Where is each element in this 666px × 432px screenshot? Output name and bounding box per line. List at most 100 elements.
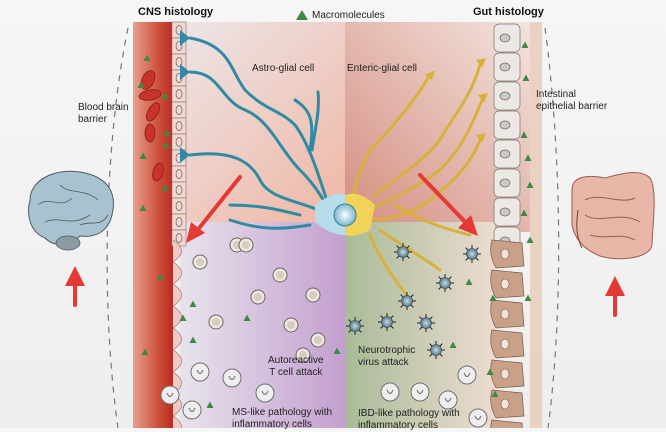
damaged-endothelial-cell xyxy=(172,239,182,263)
endothelial-cell xyxy=(171,213,187,231)
arrow-to-intestinal-barrier xyxy=(418,173,478,236)
macromolecule-triangle xyxy=(486,368,494,375)
endothelial-cell xyxy=(171,197,187,215)
macromolecule-triangle xyxy=(156,273,164,280)
macromolecules-legend-label: Macromolecules xyxy=(312,10,385,21)
inflammatory-cells xyxy=(160,362,488,428)
virus xyxy=(420,317,432,329)
rbc xyxy=(140,70,156,90)
endothelial-cell xyxy=(171,101,187,119)
macromolecule-triangle xyxy=(179,314,187,321)
macromolecule-triangle xyxy=(520,209,528,216)
endothelial-nucleus xyxy=(175,25,183,35)
macromolecule-triangle xyxy=(526,181,534,188)
macromolecule-triangle xyxy=(524,294,532,301)
gut-zoom-line xyxy=(544,27,560,428)
annotation-arrows xyxy=(65,173,625,317)
macromolecule-triangle xyxy=(465,278,473,285)
epithelial-nucleus xyxy=(499,62,511,72)
macromolecule-markers xyxy=(137,41,534,408)
inflammatory-cell-nucleus xyxy=(196,369,204,374)
virus xyxy=(466,248,478,260)
macromolecule-triangle xyxy=(189,336,197,343)
endothelial-nucleus xyxy=(175,41,183,51)
inflammatory-cell xyxy=(457,365,477,385)
inflammatory-cell-nucleus xyxy=(474,415,482,420)
macromolecule-triangle xyxy=(189,300,197,307)
macromolecule-triangle xyxy=(141,348,149,355)
macromolecule-triangle xyxy=(162,141,170,148)
t-cell-nucleus xyxy=(212,318,220,326)
endothelial-cell xyxy=(171,165,187,183)
inflammatory-cell xyxy=(410,382,430,402)
red-blood-cells xyxy=(138,70,164,182)
inflammatory-cell-nucleus xyxy=(166,392,174,397)
macromolecule-triangle xyxy=(333,347,341,354)
arrow-to-blood-brain-barrier xyxy=(186,175,242,243)
rbc xyxy=(145,102,161,122)
inflammatory-cell xyxy=(255,383,275,403)
macromolecule-triangle xyxy=(139,152,147,159)
brain-icon xyxy=(28,170,114,251)
endothelial-cell xyxy=(171,85,187,103)
endothelial-nucleus xyxy=(175,121,183,131)
epithelial-nucleus xyxy=(500,278,510,290)
epithelial-nucleus xyxy=(499,33,511,43)
cns-zoom-line xyxy=(106,27,129,428)
damaged-endothelial-cell xyxy=(172,415,182,428)
macromolecule-triangle xyxy=(524,154,532,161)
endothelial-cell xyxy=(171,181,187,199)
astro-endfeet xyxy=(180,30,190,163)
epithelial-nucleus xyxy=(499,178,511,188)
macromolecule-triangle xyxy=(526,236,534,243)
virus xyxy=(430,344,442,356)
endothelial-nucleus xyxy=(175,57,183,67)
endothelial-nucleus xyxy=(175,137,183,147)
virus xyxy=(349,320,361,332)
inflammatory-cell-nucleus xyxy=(261,390,269,395)
t-cell-nucleus xyxy=(314,336,322,344)
macromolecule-triangle xyxy=(522,74,530,81)
epithelial-nucleus xyxy=(500,338,510,350)
virus xyxy=(397,246,409,258)
inflammatory-cell-nucleus xyxy=(463,372,471,377)
astro-glial-cell xyxy=(188,36,332,230)
arrow-to-brain xyxy=(65,266,85,307)
gut-histology-title: Gut histology xyxy=(473,6,544,18)
arrow-to-intestine xyxy=(605,276,625,317)
inflammatory-cell xyxy=(438,390,458,410)
macromolecule-triangle xyxy=(161,184,169,191)
endothelial-nucleus xyxy=(175,233,183,243)
endothelial-cell xyxy=(171,133,187,151)
endothelial-cell xyxy=(171,117,187,135)
inflammatory-cell-nucleus xyxy=(386,389,394,394)
epithelial-nucleus xyxy=(500,398,510,410)
intestinal-epithelium xyxy=(490,23,525,428)
t-cell-nucleus xyxy=(242,241,250,249)
inflammatory-cell xyxy=(182,400,202,420)
inflammatory-cell xyxy=(380,382,400,402)
epithelial-nucleus xyxy=(499,149,511,159)
macromolecule-triangle xyxy=(143,54,151,61)
t-cells xyxy=(192,237,326,363)
epithelial-nucleus xyxy=(499,207,511,217)
inflammatory-cell xyxy=(190,362,210,382)
virus xyxy=(401,295,413,307)
rbc xyxy=(152,162,164,182)
endothelial-nucleus xyxy=(175,185,183,195)
inflammatory-cell-nucleus xyxy=(228,375,236,380)
macromolecule-legend-icon xyxy=(296,10,308,20)
inflammatory-cell xyxy=(468,408,488,428)
enteric-glial-label: Enteric-glial cell xyxy=(347,63,418,74)
macromolecule-triangle xyxy=(163,129,171,136)
inflammatory-cell-nucleus xyxy=(188,407,196,412)
macromolecule-triangle xyxy=(206,401,214,408)
t-cell-nucleus xyxy=(254,293,262,301)
virus xyxy=(381,316,393,328)
endothelial-nucleus xyxy=(175,217,183,227)
macromolecule-triangle xyxy=(491,390,499,397)
damaged-endothelial-cell xyxy=(172,305,182,329)
inflammatory-cell xyxy=(160,385,180,405)
